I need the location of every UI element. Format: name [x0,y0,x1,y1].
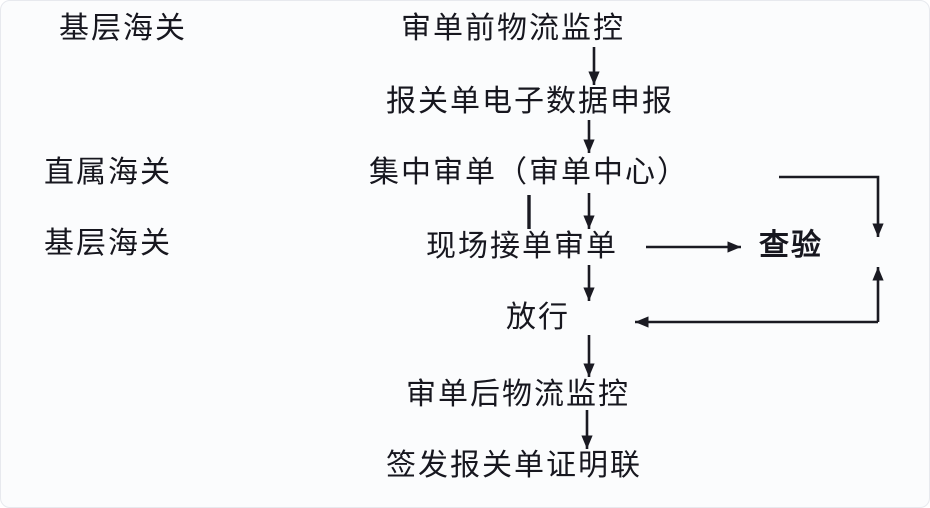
step-pre-review-logistics-monitoring: 审单前物流监控 [401,12,625,45]
lane-label-regional-customs: 直属海关 [44,156,172,189]
step-electronic-declaration: 报关单电子数据申报 [386,85,674,118]
step-centralized-review-center: 集中审单（审单中心） [369,156,689,189]
step-release: 放行 [506,301,570,334]
lane-label-grassroots-customs-top: 基层海关 [59,12,187,45]
step-onsite-document-review: 现场接单审单 [426,230,618,263]
step-inspection: 查验 [759,229,823,262]
step-post-review-logistics-monitoring: 审单后物流监控 [406,378,630,411]
step-issue-declaration-certificate: 签发报关单证明联 [386,449,642,482]
edge-central-review-to-inspection-elbow [779,175,884,237]
lane-label-grassroots-customs-bottom: 基层海关 [44,227,172,260]
